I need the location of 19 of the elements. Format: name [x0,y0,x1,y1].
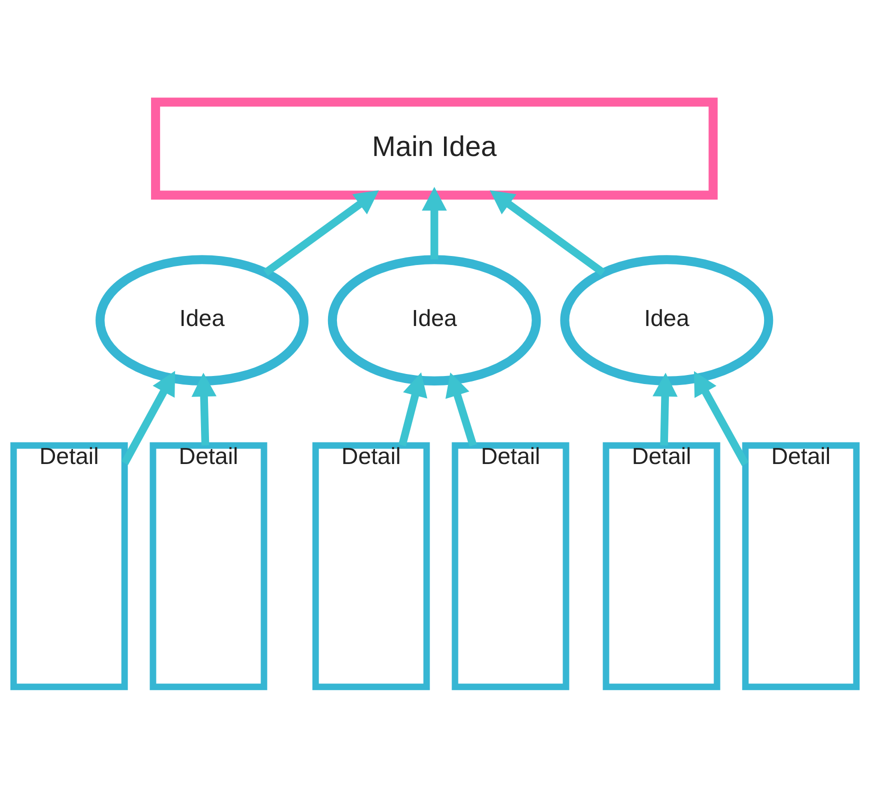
node-box: Detail [312,442,430,690]
arrow [652,372,678,446]
arrow [121,370,176,465]
node-box: Detail [10,442,128,690]
node-ellipse: Idea [328,255,541,386]
node-box: Detail [602,442,720,690]
arrow [192,372,217,446]
arrow [263,190,379,276]
arrow [490,190,606,276]
arrow [694,371,749,466]
arrow [398,372,428,446]
node-box: Detail [742,442,860,690]
node-ellipse: Idea [96,255,309,386]
node-box: Detail [150,442,268,690]
node-ellipse: Idea [560,255,774,386]
node-box: Detail [452,442,570,690]
arrow [422,186,447,260]
node-box: Main Idea [151,98,718,200]
arrow [445,372,477,447]
